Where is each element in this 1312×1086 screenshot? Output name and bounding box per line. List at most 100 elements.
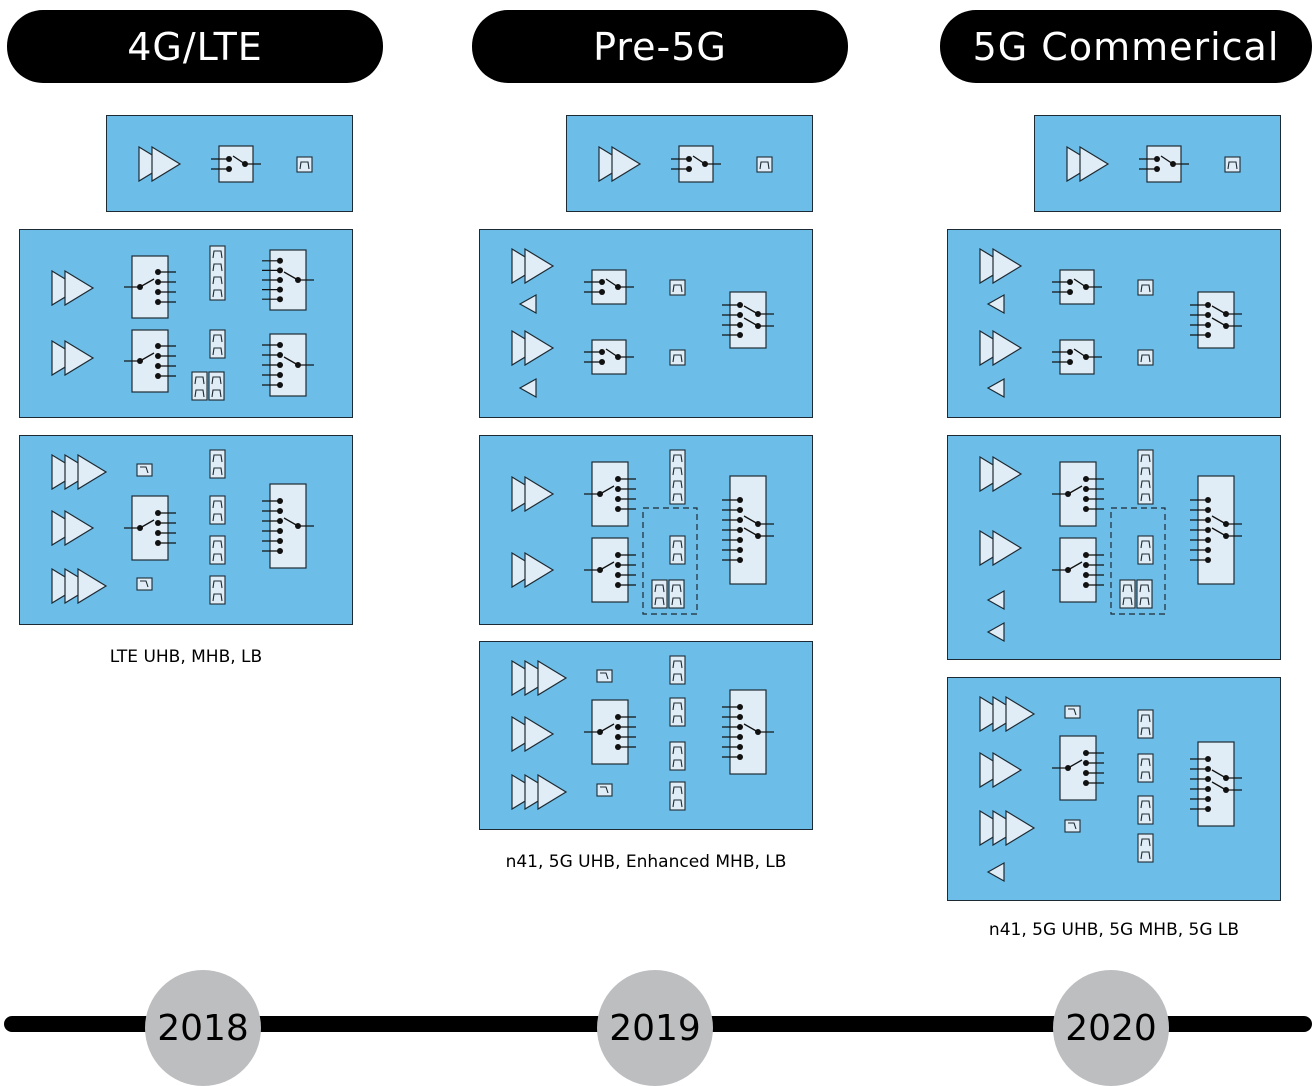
filter-icon (209, 575, 226, 605)
filter-icon (1137, 709, 1154, 739)
module-5g-1 (1034, 115, 1281, 212)
header-5g-commercial: 5G Commerical (940, 10, 1312, 83)
switch-icon (1052, 269, 1102, 305)
filter-icon (596, 669, 613, 683)
year-2018-label: 2018 (157, 1007, 249, 1049)
switch-icon (722, 689, 774, 775)
filter-icon (1137, 349, 1154, 366)
filter-icon (1224, 156, 1241, 173)
filter-icon (1137, 795, 1154, 825)
filter-icon (1137, 449, 1154, 505)
lna-icon (518, 293, 537, 315)
filter-icon (669, 279, 686, 296)
module-4g-1 (106, 115, 353, 212)
amplifier-icon (51, 453, 108, 491)
switch-icon (262, 483, 314, 569)
filter-icon (596, 783, 613, 797)
switch-icon (1190, 475, 1242, 585)
lna-icon (986, 861, 1005, 883)
switch-icon (1052, 339, 1102, 375)
switch-icon (211, 145, 261, 183)
filter-icon (1064, 819, 1081, 833)
amplifier-icon (979, 329, 1023, 367)
year-2019-label: 2019 (609, 1007, 701, 1049)
year-2018: 2018 (145, 970, 261, 1086)
amplifier-icon (138, 145, 182, 183)
module-pre5g-2 (479, 229, 813, 418)
amplifier-icon (511, 773, 568, 811)
switch-icon (124, 329, 176, 393)
amplifier-icon (979, 455, 1023, 493)
switch-icon (1190, 291, 1242, 349)
header-5g-commercial-label: 5G Commerical (972, 24, 1280, 69)
module-4g-3 (19, 435, 353, 625)
filter-icon (136, 463, 153, 477)
filter-icon (756, 156, 773, 173)
filter-icon (1137, 535, 1154, 565)
header-4g-lte-label: 4G/LTE (127, 24, 263, 69)
switch-icon (1052, 735, 1104, 801)
switch-icon (1190, 741, 1242, 827)
switch-icon (584, 269, 634, 305)
amplifier-icon (511, 247, 555, 285)
filter-icon (669, 535, 686, 565)
lna-icon (986, 589, 1005, 611)
switch-icon (1052, 537, 1104, 603)
module-pre5g-4 (479, 641, 813, 830)
filter-icon (209, 245, 226, 301)
switch-icon (1139, 145, 1189, 183)
header-pre-5g: Pre-5G (472, 10, 848, 83)
switch-icon (671, 145, 721, 183)
amplifier-icon (511, 715, 555, 753)
amplifier-icon (979, 695, 1036, 733)
filter-icon (1136, 579, 1153, 609)
filter-icon (1064, 705, 1081, 719)
lna-icon (986, 621, 1005, 643)
filter-icon (669, 449, 686, 505)
filter-icon (669, 349, 686, 366)
year-2020: 2020 (1053, 970, 1169, 1086)
filter-icon (208, 371, 225, 401)
switch-icon (584, 339, 634, 375)
filter-icon (1137, 753, 1154, 783)
amplifier-icon (51, 567, 108, 605)
module-5g-4 (947, 677, 1281, 901)
switch-icon (584, 699, 636, 765)
header-4g-lte: 4G/LTE (7, 10, 383, 83)
filter-icon (1137, 833, 1154, 863)
filter-icon (209, 495, 226, 525)
module-5g-2 (947, 229, 1281, 418)
amplifier-icon (979, 529, 1023, 567)
filter-icon (296, 156, 313, 173)
lna-icon (986, 293, 1005, 315)
switch-icon (584, 537, 636, 603)
filter-icon (668, 579, 685, 609)
filter-icon (669, 655, 686, 685)
lna-icon (518, 377, 537, 399)
switch-icon (262, 249, 314, 311)
amplifier-icon (1066, 145, 1110, 183)
filter-icon (209, 329, 226, 359)
caption-5g-commercial: n41, 5G UHB, 5G MHB, 5G LB (988, 920, 1240, 940)
caption-4g-lte: LTE UHB, MHB, LB (109, 647, 263, 667)
filter-icon (1137, 279, 1154, 296)
amplifier-icon (979, 247, 1023, 285)
amplifier-icon (51, 509, 95, 547)
amplifier-icon (979, 751, 1023, 789)
year-2020-label: 2020 (1065, 1007, 1157, 1049)
filter-icon (669, 697, 686, 727)
amplifier-icon (51, 269, 95, 307)
year-2019: 2019 (597, 970, 713, 1086)
switch-icon (124, 255, 176, 319)
amplifier-icon (979, 809, 1036, 847)
caption-pre-5g: n41, 5G UHB, Enhanced MHB, LB (505, 852, 787, 872)
module-5g-3 (947, 435, 1281, 660)
amplifier-icon (511, 475, 555, 513)
lna-icon (986, 377, 1005, 399)
amplifier-icon (598, 145, 642, 183)
amplifier-icon (511, 329, 555, 367)
header-pre-5g-label: Pre-5G (593, 24, 727, 69)
switch-icon (124, 495, 176, 561)
switch-icon (722, 291, 774, 349)
module-pre5g-3 (479, 435, 813, 625)
